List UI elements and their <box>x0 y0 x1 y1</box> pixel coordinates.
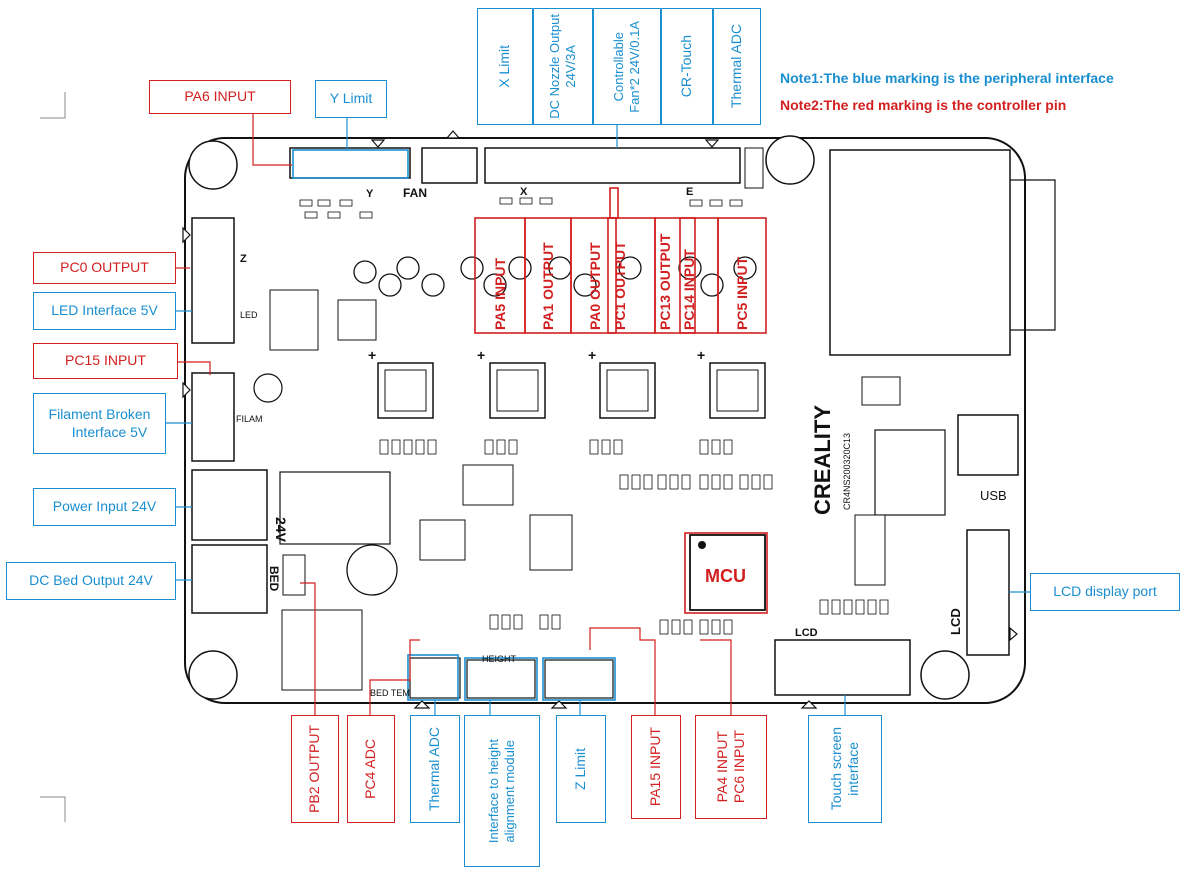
mount-hole-s3 <box>765 135 815 185</box>
label-height-line1: Interface to height <box>485 738 501 844</box>
silk-plus-3: + <box>588 347 596 363</box>
label-x-limit-text: X Limit <box>496 45 513 88</box>
label-pa4-pc6-input: PA4 INPUT PC6 INPUT <box>695 715 767 819</box>
silk-lcd-bottom: LCD <box>795 627 818 639</box>
top-connector-y <box>289 147 411 179</box>
label-touch-screen-interface: Touch screen interface <box>808 715 882 823</box>
silk-bed-tem: BED TEM <box>370 688 410 698</box>
label-z-limit-text: Z Limit <box>572 748 589 790</box>
fan-connector <box>421 147 478 184</box>
label-dc-nozzle-output: DC Nozzle Output 24V/3A <box>533 8 593 125</box>
lcd-connector <box>966 529 1010 656</box>
label-dc-nozzle-line1: DC Nozzle Output <box>546 14 562 119</box>
label-thermal-adc-bottom-text: Thermal ADC <box>426 726 443 812</box>
label-height-line2: alignment module <box>502 739 517 843</box>
label-thermal-adc-top-text: Thermal ADC <box>728 24 745 109</box>
label-pa6-input: PA6 INPUT <box>149 80 291 114</box>
pin-mcu: MCU <box>705 566 746 586</box>
stepper-driver-u7 <box>709 362 766 419</box>
sd-card-slot <box>829 149 1011 356</box>
label-touch-line2: interface <box>845 742 861 796</box>
label-pb2-output: PB2 OUTPUT <box>291 715 339 823</box>
label-pa4-text: PA4 INPUT <box>713 731 730 803</box>
label-cr-touch-text: CR-Touch <box>678 35 695 98</box>
usb-connector <box>957 414 1019 476</box>
silk-24v: 24V <box>273 517 289 543</box>
pin-box-pc5 <box>717 217 767 334</box>
stepper-driver-u6 <box>599 362 656 419</box>
label-fan-line2: Fan*2 24V/0.1A <box>627 20 642 113</box>
led-connector <box>191 217 235 344</box>
label-cr-touch: CR-Touch <box>661 8 713 125</box>
label-thermal-adc-bottom: Thermal ADC <box>410 715 460 823</box>
silk-filam: FILAM <box>236 414 263 424</box>
silk-plus-4: + <box>697 347 705 363</box>
touch-screen-connector <box>774 639 911 696</box>
silk-lcd-right: LCD <box>948 608 963 635</box>
silk-x: X <box>520 186 528 198</box>
silk-brand: CREALITY <box>810 405 835 515</box>
label-pb2-text: PB2 OUTPUT <box>306 725 323 813</box>
pin-pa1: PA1 OUTPUT <box>540 242 556 330</box>
stepper-driver-u8 <box>377 362 434 419</box>
mount-hole-s2 <box>188 140 238 190</box>
mcu-highlight <box>684 532 768 614</box>
silk-fan: FAN <box>403 186 427 200</box>
label-z-limit: Z Limit <box>556 715 606 823</box>
label-x-limit: X Limit <box>477 8 533 125</box>
stepper-driver-u5 <box>489 362 546 419</box>
silk-z: Z <box>240 253 247 265</box>
pin-pc1: PC1 OUTPUT <box>612 241 628 330</box>
label-fan-line1: Controllable <box>610 31 626 102</box>
power-connector <box>191 469 268 541</box>
label-controllable-fan: Controllable Fan*2 24V/0.1A <box>593 8 661 125</box>
silk-plus-1: + <box>368 347 376 363</box>
silk-bed: BED <box>267 566 281 592</box>
label-pa15-input: PA15 INPUT <box>631 715 681 819</box>
silk-height: HEIGHT <box>482 654 517 664</box>
pin-pc14: PC14 INPUT <box>681 249 697 330</box>
bed-connector <box>191 544 268 614</box>
label-power-input: Power Input 24V <box>33 488 176 526</box>
label-dc-bed-output: DC Bed Output 24V <box>6 562 176 600</box>
label-filament-line1: Filament Broken <box>48 406 151 422</box>
label-pc4-text: PC4 ADC <box>362 739 379 799</box>
silk-led: LED <box>240 310 258 320</box>
pin-pc13: PC13 OUTPUT <box>657 233 673 330</box>
label-pc0-output: PC0 OUTPUT <box>33 252 176 284</box>
label-filament-broken: Filament Broken Interface 5V <box>33 393 166 454</box>
pin-pc5: PC5 INPUT <box>734 256 750 330</box>
mount-hole-s4 <box>920 650 970 700</box>
label-pc4-adc: PC4 ADC <box>347 715 395 823</box>
label-pc15-input: PC15 INPUT <box>33 343 178 379</box>
pin-box-pa0 <box>570 217 617 334</box>
mount-hole-s5 <box>188 650 238 700</box>
label-thermal-adc-top: Thermal ADC <box>713 8 761 125</box>
label-touch-line1: Touch screen <box>827 727 844 811</box>
label-led-interface: LED Interface 5V <box>33 292 176 330</box>
pin-box-pc13 <box>654 217 696 334</box>
label-dc-nozzle-line2: 24V/3A <box>563 45 578 88</box>
silk-plus-2: + <box>477 347 485 363</box>
silk-e: E <box>686 186 693 198</box>
label-pa15-text: PA15 INPUT <box>647 727 664 807</box>
filament-connector <box>191 372 235 462</box>
label-y-limit: Y Limit <box>315 80 387 118</box>
note-controller-pin: Note2:The red marking is the controller … <box>780 97 1067 113</box>
silk-usb: USB <box>980 488 1007 503</box>
note-peripheral: Note1:The blue marking is the peripheral… <box>780 70 1114 86</box>
label-pc6-text: PC6 INPUT <box>731 730 747 804</box>
label-filament-line2: Interface 5V <box>71 423 148 440</box>
label-lcd-display-port: LCD display port <box>1030 573 1180 611</box>
silk-model: CR4NS200320C13 <box>842 433 852 510</box>
pin-pa5: PA5 INPUT <box>492 257 508 330</box>
label-height-alignment: Interface to height alignment module <box>464 715 540 867</box>
top-connector-main <box>484 147 741 184</box>
silk-y: Y <box>366 188 374 200</box>
pin-pa0: PA0 OUTPUT <box>587 242 603 330</box>
